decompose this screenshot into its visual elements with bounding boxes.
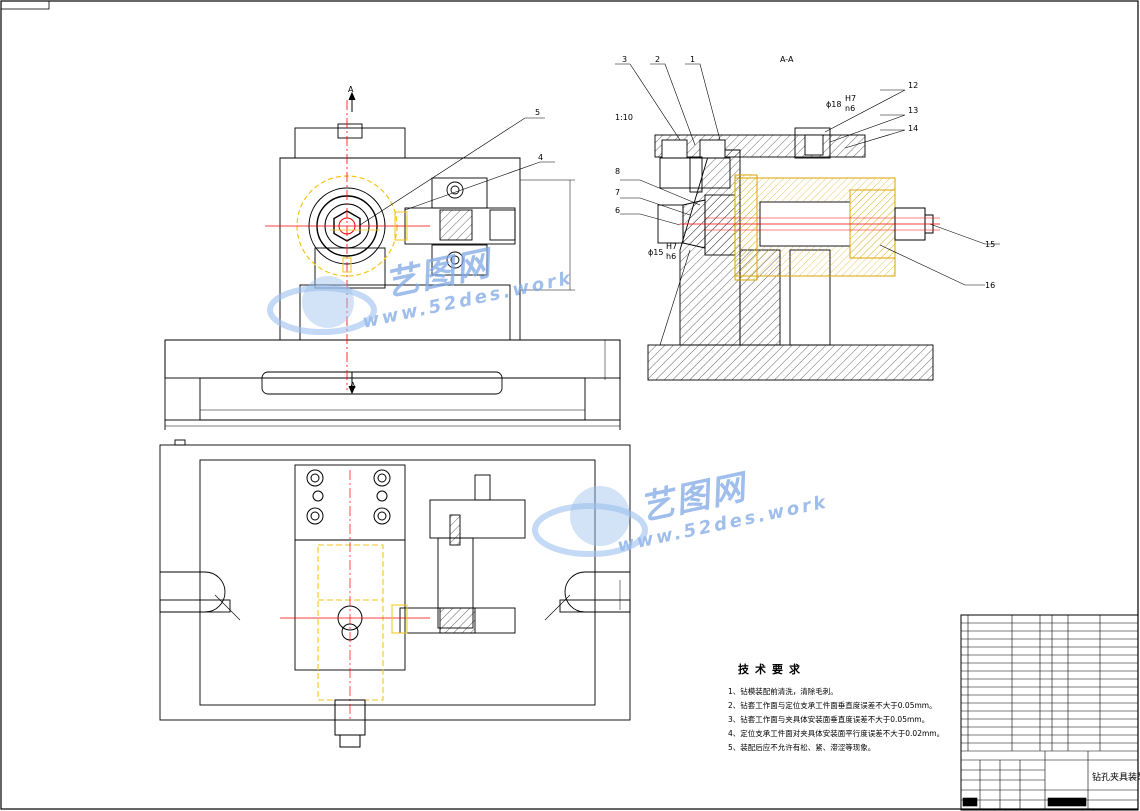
callout-2: 2 — [655, 55, 660, 64]
front-view-drill-plate — [265, 100, 430, 390]
fit-note-1-upper: H7 — [845, 94, 856, 103]
technical-requirements: 技术要求 1、钻模装配前清洗，清除毛刺。 2、钻套工作面与定位支承工件面垂直度误… — [728, 661, 988, 755]
callout-8: 8 — [615, 167, 620, 176]
front-view — [164, 123, 621, 430]
callout-16: 16 — [985, 281, 995, 290]
tech-title: 技术要求 — [738, 663, 806, 676]
callout-13: 13 — [908, 106, 918, 115]
tech-item-2: 2、钻套工作面与定位支承工件面垂直度误差不大于0.05mm。 — [728, 701, 937, 710]
callout-5: 5 — [535, 108, 540, 117]
callout-12: 12 — [908, 81, 918, 90]
tech-list: 1、钻模装配前清洗，清除毛刺。 2、钻套工作面与定位支承工件面垂直度误差不大于0… — [728, 685, 988, 755]
watermark-globe-1 — [267, 276, 377, 335]
section-title: A-A — [780, 55, 794, 64]
tech-item-4: 4、定位支承工件面对夹具体安装面平行度误差不大于0.02mm。 — [728, 729, 945, 738]
title-block-name: 钻孔夹具装配图 — [1092, 771, 1140, 783]
fit-note-2-upper: H7 — [666, 242, 677, 251]
section-letter-bottom: A — [350, 381, 356, 390]
top-view-center — [214, 470, 571, 748]
fit-note-1: ϕ18 — [826, 100, 841, 109]
bom-table — [960, 614, 1139, 811]
watermark-globe-2 — [532, 486, 648, 557]
callout-7: 7 — [615, 188, 620, 197]
section-view — [647, 127, 934, 381]
scale-note: 1:10 — [615, 113, 633, 122]
top-view-yellow-body — [317, 544, 384, 701]
section-marker-a — [348, 91, 356, 395]
top-view — [159, 439, 631, 721]
tech-item-5: 5、装配后应不允许有松、紧、滞涩等现象。 — [728, 743, 876, 752]
callout-14: 14 — [908, 124, 918, 133]
section-leaders — [615, 63, 1000, 346]
tech-item-1: 1、钻模装配前清洗，清除毛刺。 — [728, 687, 838, 696]
callout-6: 6 — [615, 206, 620, 215]
fit-note-1-lower: n6 — [845, 104, 855, 113]
callout-1: 1 — [690, 55, 695, 64]
callout-15: 15 — [985, 240, 995, 249]
tech-item-3: 3、钻套工作面与夹具体安装面垂直度误差不大于0.05mm。 — [728, 715, 930, 724]
callout-4: 4 — [538, 153, 543, 162]
callout-3: 3 — [622, 55, 627, 64]
fit-note-2: ϕ15 — [648, 248, 663, 257]
section-yellow-bushing — [680, 174, 940, 281]
section-letter-top: A — [348, 85, 354, 94]
front-view-leaders — [359, 117, 555, 226]
fit-note-2-lower: h6 — [666, 252, 676, 261]
top-view-bolts — [306, 469, 391, 525]
